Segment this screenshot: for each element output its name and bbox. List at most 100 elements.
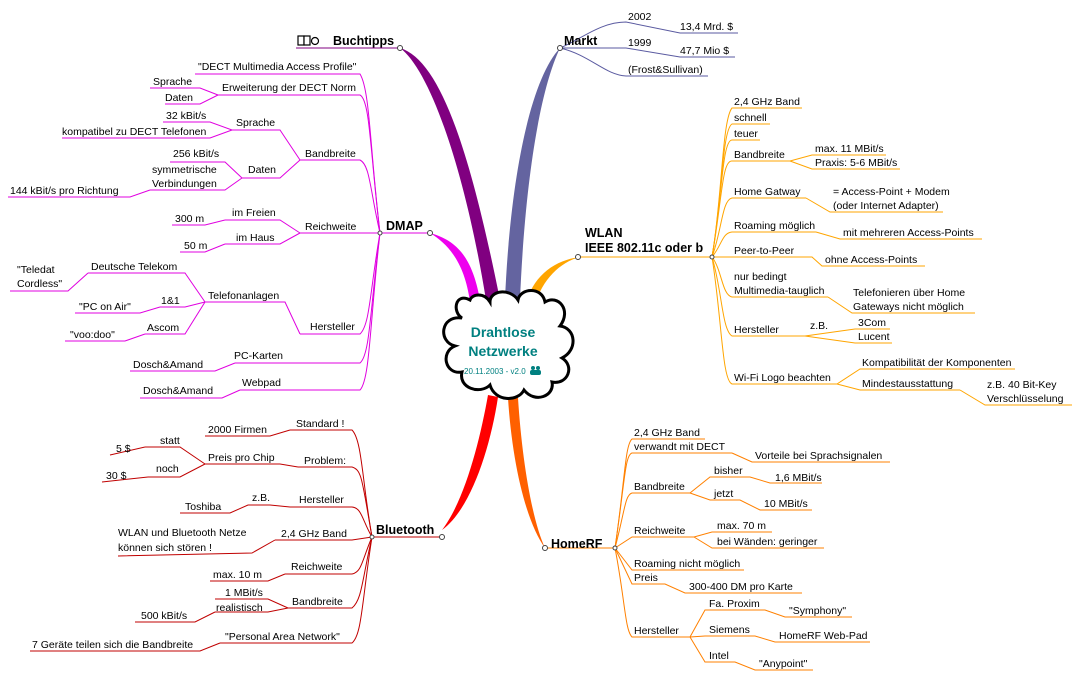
- homerf-preis: Preis: [634, 572, 658, 584]
- wlan-multimedia1: nur bedingt: [734, 271, 787, 283]
- dmap-teledat1: "Teledat: [17, 264, 55, 276]
- wlan-schnell: schnell: [734, 112, 767, 124]
- bt-noch: noch: [156, 463, 179, 475]
- dmap-dosch1: Dosch&Amand: [133, 359, 203, 371]
- dmap-bb-32: 32 kBit/s: [166, 110, 206, 122]
- branch-bluetooth[interactable]: Bluetooth Standard ! 2000 Firmen Problem…: [32, 418, 434, 651]
- wlan-gateway: Home Gatway: [734, 186, 801, 198]
- wlan-wifi-key: z.B. 40 Bit-Key: [987, 379, 1057, 391]
- dmap-sprache: Sprache: [153, 76, 192, 88]
- wlan-multimedia-sub1: Telefonieren über Home: [853, 287, 965, 299]
- buchtipps-label: Buchtipps: [333, 34, 394, 48]
- homerf-anypoint: "Anypoint": [759, 658, 808, 670]
- homerf-label: HomeRF: [551, 537, 603, 551]
- homerf-webpad: HomeRF Web-Pad: [779, 630, 868, 642]
- dmap-bb-daten: Daten: [248, 164, 276, 176]
- dmap-ascom: Ascom: [147, 322, 179, 334]
- homerf-rw-max: max. 70 m: [717, 520, 766, 532]
- markt-value-1999: 47,7 Mio $: [680, 45, 729, 57]
- bt-standard: Standard !: [296, 418, 344, 430]
- markt-year-1999: 1999: [628, 37, 652, 49]
- branch-dmap[interactable]: DMAP "DECT Multimedia Access Profile" Er…: [10, 61, 423, 397]
- dmap-teledat2: Cordless": [17, 278, 62, 290]
- bt-toshiba: Toshiba: [185, 501, 221, 513]
- bt-pan-sub: 7 Geräte teilen sich die Bandbreite: [32, 639, 193, 651]
- wlan-lucent: Lucent: [858, 331, 890, 343]
- branch-bluetooth-thick: [442, 395, 498, 530]
- dmap-daten: Daten: [165, 92, 193, 104]
- wlan-wifi: Wi-Fi Logo beachten: [734, 372, 831, 384]
- wlan-zb: z.B.: [810, 320, 828, 332]
- bt-problem: Problem:: [304, 455, 346, 467]
- bt-hersteller: Hersteller: [299, 494, 344, 506]
- wlan-bandbreite: Bandbreite: [734, 149, 785, 161]
- dmap-1und1: 1&1: [161, 295, 180, 307]
- bt-zb: z.B.: [252, 492, 270, 504]
- dmap-300m: 300 m: [175, 213, 204, 225]
- homerf-dect: verwandt mit DECT: [634, 441, 726, 453]
- dmap-bb-144: 144 kBit/s pro Richtung: [10, 185, 119, 197]
- wlan-multimedia2: Multimedia-tauglich: [734, 285, 825, 297]
- bt-stoer1: WLAN und Bluetooth Netze: [118, 527, 247, 539]
- dmap-hersteller: Hersteller: [310, 321, 355, 333]
- connectors: [8, 21, 1072, 671]
- homerf-dect-sub: Vorteile bei Sprachsignalen: [755, 450, 882, 462]
- homerf-roaming: Roaming nicht möglich: [634, 558, 740, 570]
- bt-rw-value: max. 10 m: [213, 569, 262, 581]
- homerf-symphony: "Symphony": [789, 605, 846, 617]
- center-title-line1: Drahtlose: [471, 324, 536, 340]
- homerf-intel: Intel: [709, 650, 729, 662]
- wlan-wifi-verschl: Verschlüsselung: [987, 393, 1064, 405]
- wlan-roaming: Roaming möglich: [734, 220, 815, 232]
- bt-firmen: 2000 Firmen: [208, 424, 267, 436]
- homerf-proxim: Fa. Proxim: [709, 598, 760, 610]
- center-date: 20.11.2003 - v2.0: [464, 367, 526, 376]
- homerf-bisher: bisher: [714, 465, 743, 477]
- dmap-dosch2: Dosch&Amand: [143, 385, 213, 397]
- homerf-jetzt: jetzt: [713, 488, 733, 500]
- branch-homerf-thick: [508, 398, 545, 548]
- wlan-wifi-mindest: Mindestausstattung: [862, 378, 953, 390]
- dmap-bb-256: 256 kBit/s: [173, 148, 219, 160]
- wlan-bb-praxis: Praxis: 5-6 MBit/s: [815, 157, 897, 169]
- branch-buchtipps[interactable]: Buchtipps: [297, 34, 394, 48]
- central-topic[interactable]: Drahtlose Netzwerke 20.11.2003 - v2.0: [442, 289, 575, 400]
- dmap-50m: 50 m: [184, 240, 208, 252]
- markt-label: Markt: [564, 34, 598, 48]
- homerf-preis-value: 300-400 DM pro Karte: [689, 581, 793, 593]
- dmap-bb-sprache: Sprache: [236, 117, 275, 129]
- bt-preis: Preis pro Chip: [208, 452, 275, 464]
- bt-bb-realistisch: realistisch: [216, 602, 263, 614]
- dmap-webpad: Webpad: [242, 377, 281, 389]
- dmap-haus: im Haus: [236, 232, 275, 244]
- branch-wlan[interactable]: WLAN IEEE 802.11c oder b 2,4 GHz Band sc…: [585, 96, 1064, 405]
- dmap-bandbreite: Bandbreite: [305, 148, 356, 160]
- bt-statt: statt: [160, 435, 180, 447]
- branch-homerf[interactable]: HomeRF 2,4 GHz Band verwandt mit DECT Vo…: [551, 427, 882, 670]
- bt-bandbreite: Bandbreite: [292, 596, 343, 608]
- book-icon: [297, 35, 320, 46]
- dmap-profile: "DECT Multimedia Access Profile": [198, 61, 357, 73]
- dmap-bb-kompat: kompatibel zu DECT Telefonen: [62, 126, 207, 138]
- bt-bb-500: 500 kBit/s: [141, 610, 187, 622]
- dmap-bb-sym2: Verbindungen: [152, 178, 217, 190]
- bt-bb-1mbit: 1 MBit/s: [225, 587, 263, 599]
- wlan-hersteller: Hersteller: [734, 324, 779, 336]
- dmap-label: DMAP: [386, 219, 423, 233]
- bt-reichweite: Reichweite: [291, 561, 343, 573]
- homerf-hersteller: Hersteller: [634, 625, 679, 637]
- wlan-roaming-sub: mit mehreren Access-Points: [843, 227, 974, 239]
- bluetooth-label: Bluetooth: [376, 523, 434, 537]
- homerf-band: 2,4 GHz Band: [634, 427, 700, 439]
- wlan-gateway-desc2: (oder Internet Adapter): [833, 200, 939, 212]
- wlan-label-line2: IEEE 802.11c oder b: [585, 241, 703, 255]
- branch-markt[interactable]: Markt 2002 13,4 Mrd. $ 1999 47,7 Mio $ (…: [564, 11, 733, 76]
- homerf-jetzt-value: 10 MBit/s: [764, 498, 808, 510]
- branch-buchtipps-thick: [400, 48, 500, 300]
- bt-30-dollar: 30 $: [106, 470, 127, 482]
- homerf-bandbreite: Bandbreite: [634, 481, 685, 493]
- dmap-telekom: Deutsche Telekom: [91, 261, 177, 273]
- wlan-bb-max: max. 11 MBit/s: [815, 143, 884, 155]
- homerf-reichweite: Reichweite: [634, 525, 686, 537]
